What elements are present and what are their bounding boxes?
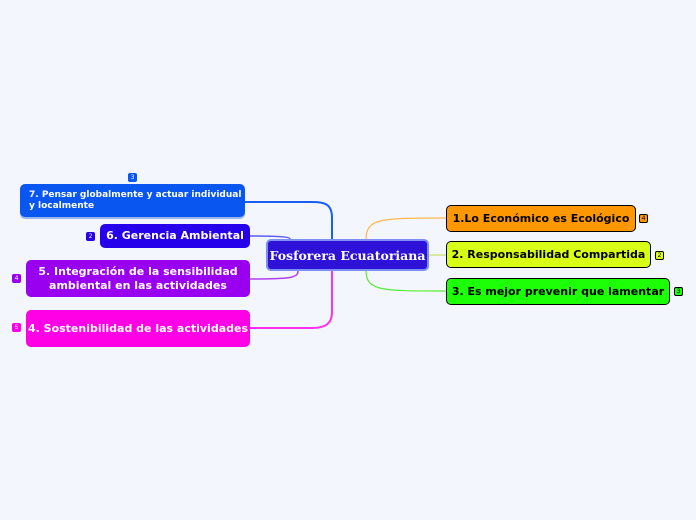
topic-lo-economico[interactable]: 1.Lo Económico es Ecológico: [446, 205, 636, 232]
topic-count-badge: 3: [674, 287, 683, 296]
topic-prevenir[interactable]: 3. Es mejor prevenir que lamentar: [446, 278, 670, 305]
topic-sostenibilidad[interactable]: 4. Sostenibilidad de las actividades: [26, 310, 250, 347]
connector-line: [365, 217, 447, 241]
topic-pensar-globalmente[interactable]: 7. Pensar globalmente y actuar individua…: [20, 184, 245, 217]
topic-count-badge: 4: [639, 214, 648, 223]
connector-line: [365, 269, 447, 292]
connector-line: [249, 235, 291, 240]
central-topic[interactable]: Fosforera Ecuatoriana: [266, 239, 429, 271]
connector-line: [245, 201, 333, 239]
topic-gerencia-ambiental[interactable]: 6. Gerencia Ambiental: [100, 224, 250, 248]
topic-responsabilidad[interactable]: 2. Responsabilidad Compartida: [446, 241, 651, 268]
connector-line: [249, 270, 299, 280]
connector-line: [250, 271, 333, 329]
topic-count-badge: 5: [12, 323, 21, 332]
topic-integracion[interactable]: 5. Integración de la sensibilidad ambien…: [26, 260, 250, 297]
topic-count-badge: 2: [655, 251, 664, 260]
topic-count-badge: 4: [12, 274, 21, 283]
topic-count-badge: 3: [128, 173, 137, 182]
topic-count-badge: 2: [86, 232, 95, 241]
